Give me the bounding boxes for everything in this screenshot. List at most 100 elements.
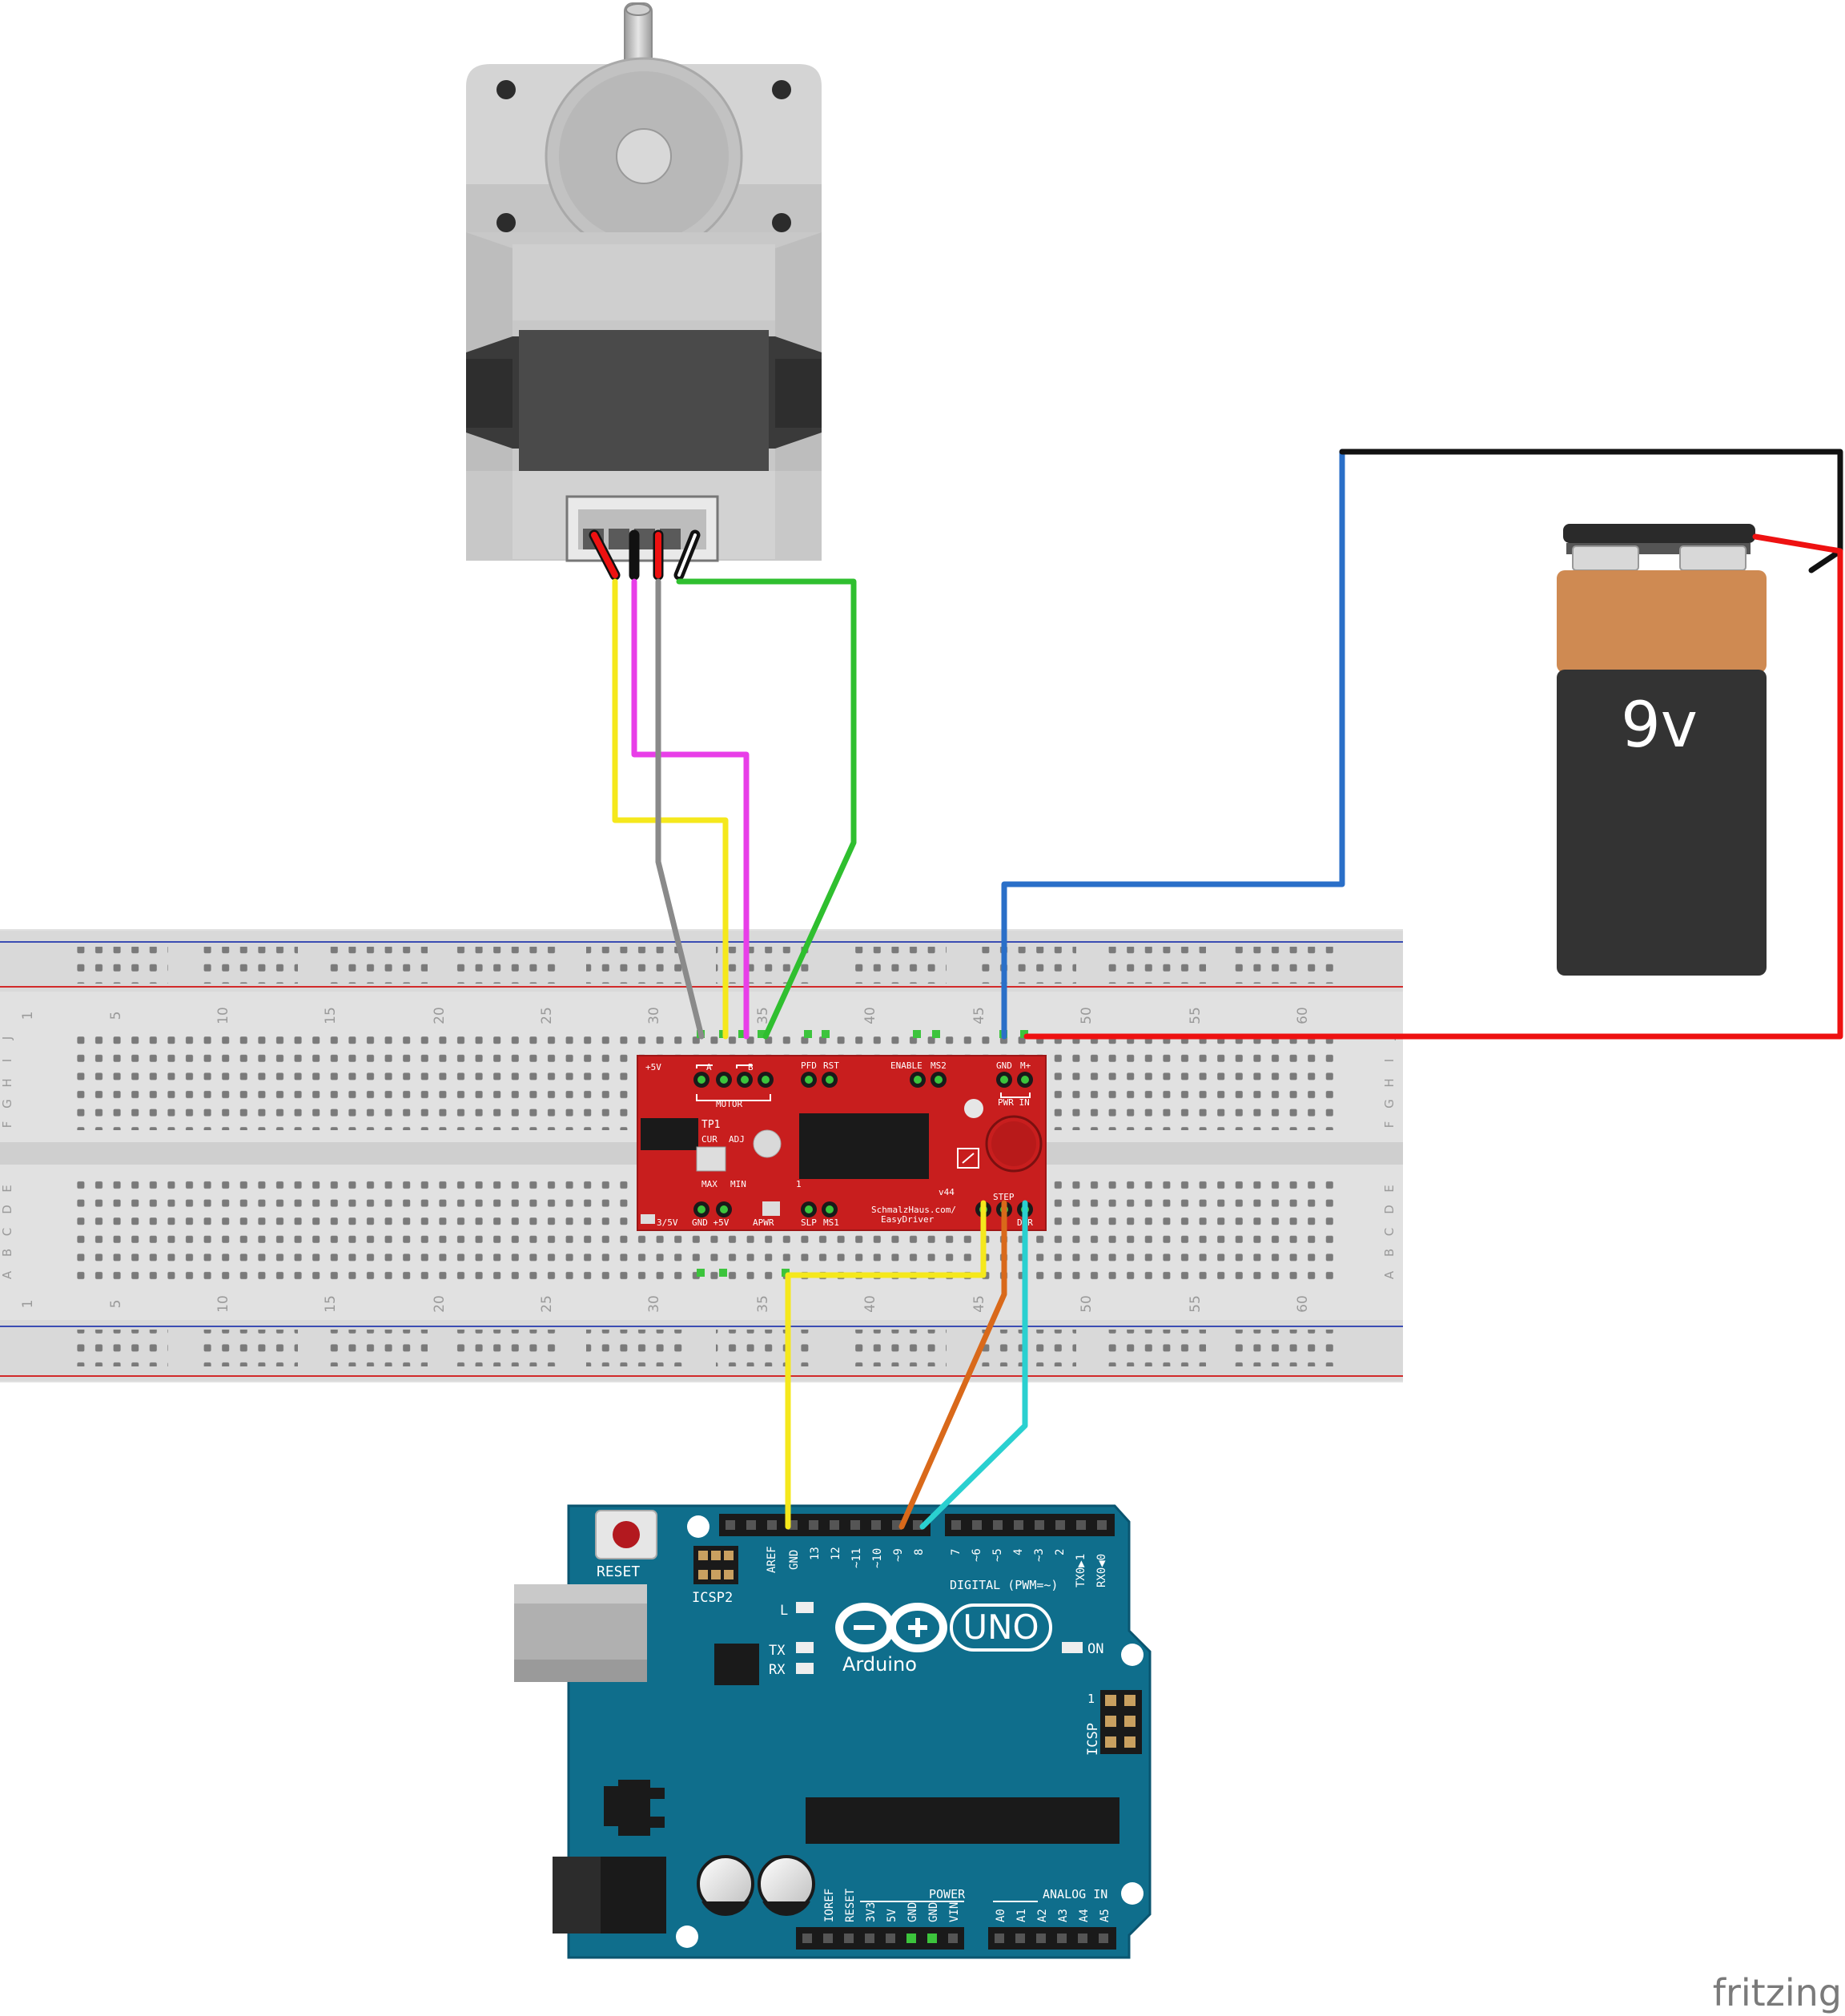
row-letter: E [0, 1185, 14, 1192]
label-gnd-5v: GND +5V [692, 1217, 730, 1228]
label-enable: ENABLE [890, 1060, 922, 1071]
label-5v: +5V [645, 1062, 661, 1072]
wire-green-motor [676, 578, 857, 1040]
label-pfd: PFD [801, 1060, 817, 1071]
pin-label: RESET [844, 1888, 857, 1922]
pin-label: 4 [1012, 1549, 1025, 1555]
pin-label: 12 [830, 1547, 842, 1560]
column-number: 60 [1295, 1295, 1311, 1313]
pin-label: ~10 [871, 1548, 884, 1568]
pin-label: A2 [1036, 1909, 1049, 1922]
label-gnd: GND [996, 1060, 1012, 1071]
column-number: 30 [646, 1007, 662, 1024]
battery-label: 9v [1621, 690, 1698, 762]
mount-hole-icon [772, 80, 791, 99]
label-3-5v: 3/5V [657, 1217, 678, 1228]
pin-label: 2 [1054, 1549, 1067, 1555]
led-l [796, 1602, 814, 1613]
column-number: 40 [862, 1007, 878, 1024]
column-number: 1 [20, 1012, 36, 1020]
column-number: 50 [1079, 1295, 1095, 1313]
fritzing-watermark: fritzing [1713, 1971, 1842, 2014]
wire-magenta-motor [631, 578, 750, 1040]
icsp-one: 1 [1087, 1692, 1095, 1706]
column-number: 55 [1188, 1295, 1204, 1313]
row-letter: F [0, 1121, 14, 1129]
wires [612, 449, 1843, 1530]
pin-label: TX0▶1 [1075, 1554, 1087, 1587]
column-number: 5 [108, 1300, 124, 1309]
label-motor: MOTOR [716, 1099, 742, 1109]
row-letter: E [1382, 1185, 1397, 1192]
label-tp1: TP1 [701, 1119, 720, 1131]
pin-label: 3V3 [865, 1902, 878, 1922]
column-number: 20 [432, 1295, 448, 1313]
row-letter: J [0, 1036, 14, 1040]
pin-label: GND [906, 1902, 919, 1922]
column-number: 55 [1188, 1007, 1204, 1024]
pin-label: RX0◀0 [1095, 1554, 1108, 1587]
analog-label: ANALOG IN [1043, 1887, 1107, 1901]
column-number: 60 [1295, 1007, 1311, 1024]
label-min: MIN [730, 1179, 746, 1189]
pin-label: IOREF [823, 1889, 836, 1922]
pin-label: ~6 [971, 1548, 983, 1562]
pin-label: 13 [809, 1547, 822, 1560]
label-url-1: SchmalzHaus.com/ [871, 1205, 956, 1215]
arduino-logo: UNO Arduino [835, 1603, 1052, 1676]
column-number: 15 [323, 1007, 339, 1024]
wire-black-battery [1339, 449, 1843, 573]
row-letter: C [1382, 1228, 1397, 1236]
label-url-2: EasyDriver [881, 1214, 935, 1225]
mount-hole-icon [496, 80, 516, 99]
column-number: 40 [862, 1295, 878, 1313]
pin-label: ~5 [991, 1548, 1004, 1562]
column-number: 25 [539, 1007, 555, 1024]
wire-yellow-motor [612, 578, 729, 1040]
pin-label: 7 [950, 1549, 963, 1555]
led-l-label: L [780, 1603, 788, 1619]
column-number: 15 [323, 1295, 339, 1313]
label-one: 1 [796, 1179, 802, 1189]
column-number: 25 [539, 1295, 555, 1313]
led-rx [796, 1663, 814, 1674]
mount-hole-icon [772, 213, 791, 232]
mount-hole-icon [676, 1925, 698, 1948]
label-ms2: MS2 [931, 1060, 947, 1071]
column-number: 5 [108, 1012, 124, 1020]
row-letter: A [1382, 1270, 1397, 1279]
label-cur: CUR [701, 1134, 718, 1145]
led-tx-label: TX [769, 1643, 786, 1659]
pin-label: A0 [995, 1909, 1007, 1922]
easydriver-board: +5V A B MOTOR PFD RST ENABLE MS2 GND M+ … [637, 1055, 1047, 1231]
wire-cyan-dir [919, 1200, 1028, 1530]
uno-label: UNO [963, 1608, 1039, 1647]
label-m-plus: M+ [1020, 1060, 1031, 1071]
pin-label: ~11 [850, 1548, 863, 1568]
column-number: 10 [215, 1295, 231, 1313]
pin-label: A1 [1015, 1909, 1028, 1922]
label-ms1: MS1 [823, 1217, 839, 1228]
row-letter: I [0, 1059, 14, 1062]
column-number: 50 [1079, 1007, 1095, 1024]
pin-label: 5V [886, 1909, 898, 1922]
reset-label: RESET [597, 1563, 640, 1580]
label-slp: SLP [801, 1217, 817, 1228]
column-number: 10 [215, 1007, 231, 1024]
label-version: v44 [939, 1187, 955, 1197]
wire-gray-motor [655, 578, 705, 1040]
row-letter: F [1382, 1121, 1397, 1129]
mount-hole-icon [1121, 1882, 1144, 1905]
row-letter: I [1382, 1059, 1397, 1062]
pin-label: A3 [1057, 1909, 1070, 1922]
label-max: MAX [701, 1179, 718, 1189]
digital-label: DIGITAL (PWM=~) [950, 1578, 1058, 1592]
column-number: 35 [755, 1007, 771, 1024]
label-rst: RST [823, 1060, 839, 1071]
column-number: 45 [971, 1295, 987, 1313]
stepper-motor [466, 2, 822, 581]
mount-hole-icon [496, 213, 516, 232]
row-letter: G [0, 1099, 14, 1109]
row-letter: A [0, 1270, 14, 1279]
